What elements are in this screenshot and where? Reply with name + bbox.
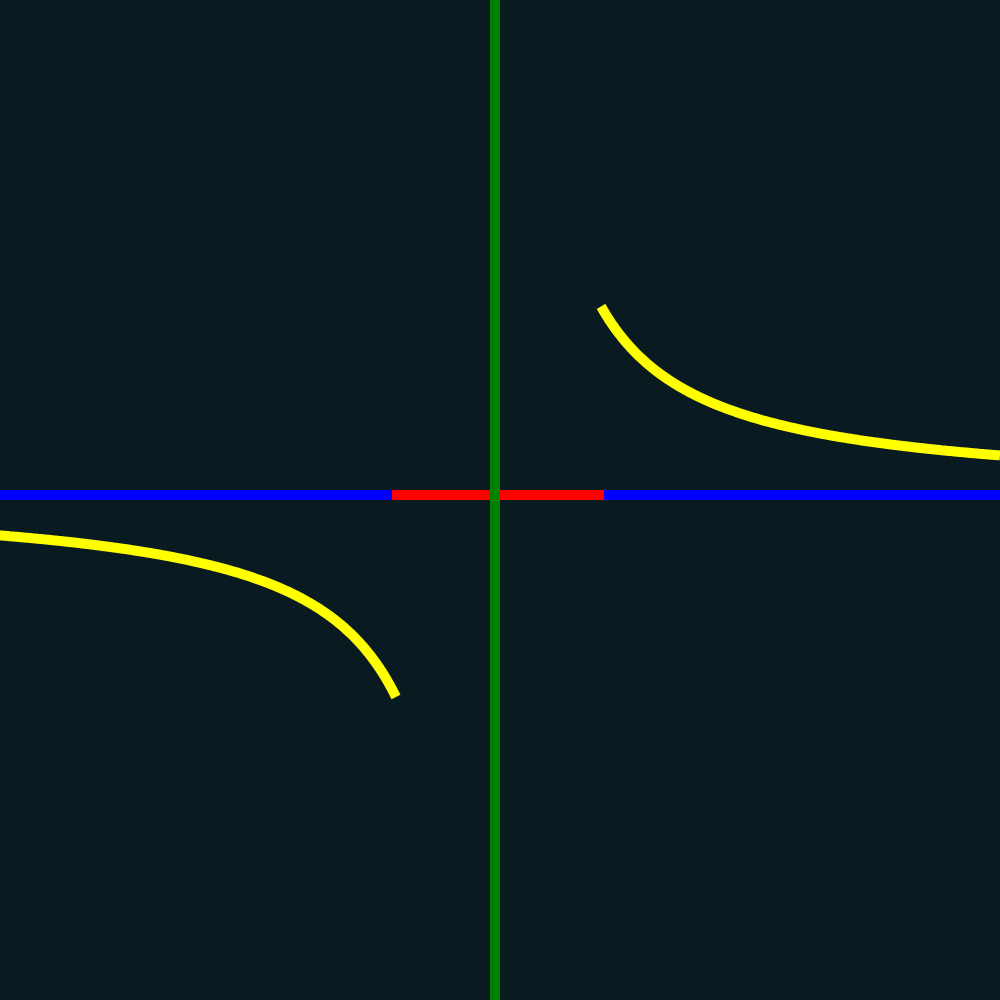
hyperbola-branch-2 bbox=[0, 530, 401, 700]
series-layer bbox=[0, 303, 1000, 700]
hyperbola-branch-1 bbox=[596, 303, 1000, 461]
